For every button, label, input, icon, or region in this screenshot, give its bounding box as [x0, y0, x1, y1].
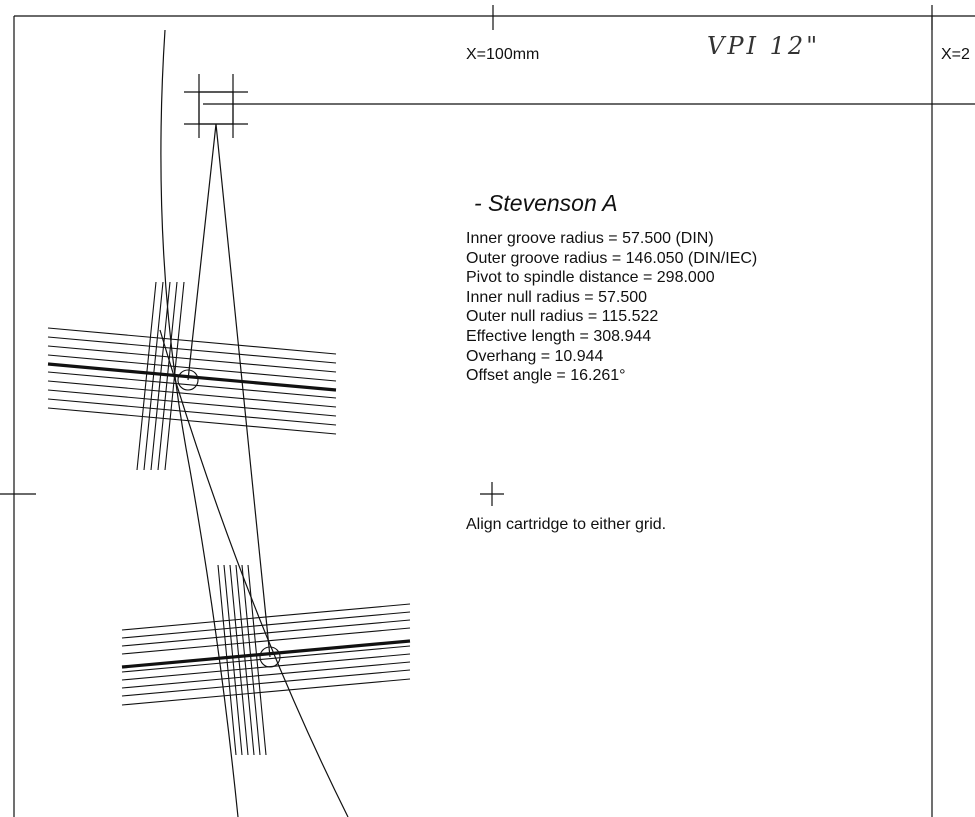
param-pivot-spindle-distance: Pivot to spindle distance = 298.000: [466, 269, 715, 287]
alignment-title: - Stevenson A: [474, 190, 618, 216]
line-to-inner-null: [215, 123, 271, 658]
grid-inner-null: [121, 564, 411, 756]
param-offset-angle: Offset angle = 16.261°: [466, 367, 626, 385]
arc-outer: [160, 29, 239, 817]
line-to-outer-null: [187, 123, 217, 381]
handwritten-note: VPI 12": [707, 32, 821, 60]
alignment-instruction: Align cartridge to either grid.: [466, 516, 667, 533]
parameter-list: Inner groove radius = 57.500 (DIN) Outer…: [466, 229, 757, 386]
arc-inner: [159, 329, 349, 817]
x-axis-label-100mm: X=100mm: [466, 46, 540, 63]
grid-outer-null: [47, 281, 337, 471]
param-inner-null-radius: Inner null radius = 57.500: [466, 288, 648, 306]
param-effective-length: Effective length = 308.944: [466, 327, 652, 345]
param-inner-groove-radius: Inner groove radius = 57.500 (DIN): [466, 230, 714, 247]
param-overhang: Overhang = 10.944: [466, 347, 604, 365]
param-outer-null-radius: Outer null radius = 115.522: [466, 308, 659, 326]
param-outer-groove-radius: Outer groove radius = 146.050 (DIN/IEC): [466, 249, 758, 267]
x-axis-label-200mm: X=2: [941, 46, 970, 63]
